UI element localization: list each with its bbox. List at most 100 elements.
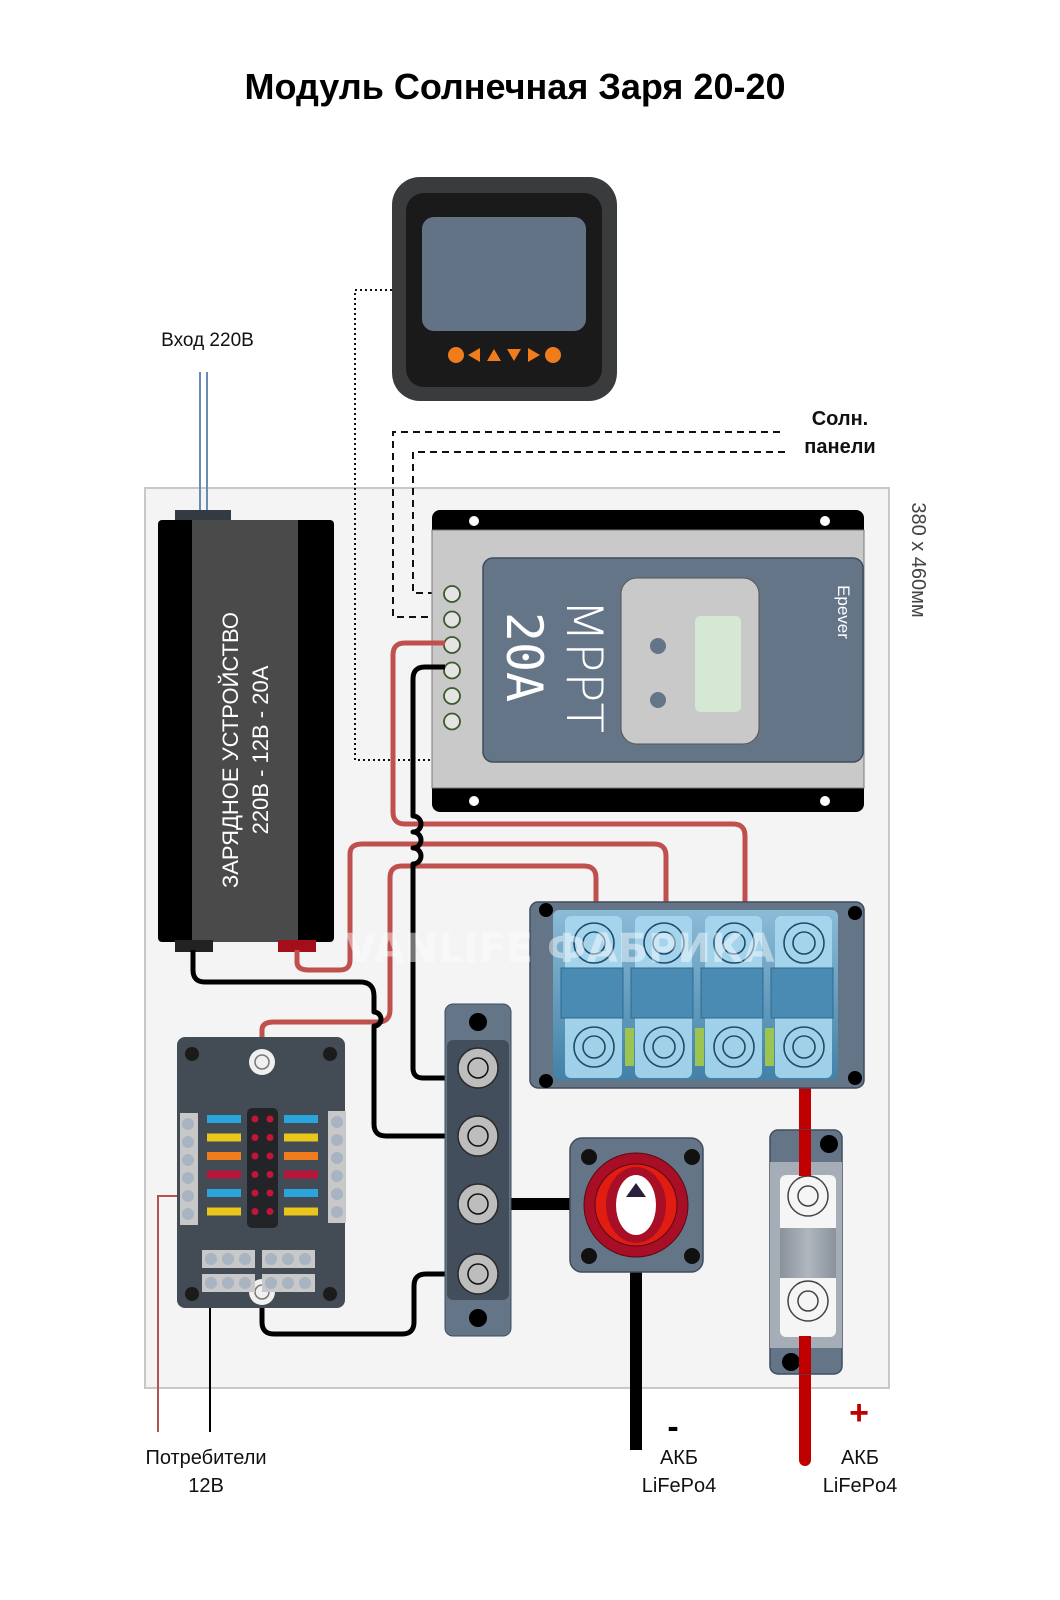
breaker-terminal-top bbox=[713, 922, 755, 964]
ground-terminal-screw bbox=[265, 1253, 277, 1265]
ac-input-label: Вход 220В bbox=[161, 330, 254, 351]
breaker-terminal-bottom bbox=[713, 1026, 755, 1068]
fuse-box-screw-right bbox=[331, 1170, 343, 1182]
breaker-terminal-bottom-inner bbox=[652, 1035, 676, 1059]
fuse-box-screw-right bbox=[331, 1116, 343, 1128]
breaker-block bbox=[529, 901, 865, 1089]
battery-positive-label-line2: LiFePo4 bbox=[822, 1475, 898, 1497]
mppt-model-line1: MPPT bbox=[555, 599, 613, 733]
bus-bar-stud-inner bbox=[467, 1057, 489, 1079]
breaker-terminal-top-inner bbox=[792, 931, 816, 955]
breaker-terminal-top-inner bbox=[582, 931, 606, 955]
fuse-box-screw-left bbox=[182, 1118, 194, 1130]
fuse-right bbox=[284, 1170, 318, 1179]
breaker-terminal-top bbox=[783, 922, 825, 964]
breaker-terminal-top-inner bbox=[652, 931, 676, 955]
fuse-indicator-led bbox=[251, 1152, 259, 1160]
bus-bar-stud-inner bbox=[467, 1263, 489, 1285]
watermark: VANLIFE ФАБРИКА bbox=[345, 926, 774, 972]
solar-panels-label: Солн. панели bbox=[790, 405, 890, 461]
mppt-controller bbox=[431, 510, 865, 812]
breaker-terminal-bottom bbox=[783, 1026, 825, 1068]
bus-bar-stud bbox=[457, 1047, 499, 1089]
dimensions-label: 380 х 460мм bbox=[907, 502, 929, 617]
bus-bar-stud-inner bbox=[467, 1125, 489, 1147]
battery-disconnect-switch bbox=[569, 1137, 704, 1273]
fuse-box-screw-right bbox=[331, 1152, 343, 1164]
breaker-terminal-bottom-inner bbox=[582, 1035, 606, 1059]
mppt-terminal bbox=[443, 636, 461, 654]
breaker-terminal-top bbox=[643, 922, 685, 964]
fuse-left bbox=[207, 1152, 241, 1160]
ground-terminal-screw bbox=[222, 1277, 234, 1289]
ground-terminal-screw bbox=[299, 1277, 311, 1289]
battery-negative-label-line2: LiFePo4 bbox=[641, 1475, 717, 1497]
remote-button-left-icon bbox=[468, 348, 480, 362]
fuse-indicator-led bbox=[251, 1134, 259, 1141]
mppt-terminal bbox=[443, 712, 461, 731]
ground-terminal-screw bbox=[265, 1277, 277, 1289]
fuse-indicator-led bbox=[251, 1115, 259, 1123]
fuse-left bbox=[207, 1115, 241, 1123]
ground-terminal-screw bbox=[239, 1277, 251, 1289]
ground-terminal-screw bbox=[205, 1253, 217, 1265]
fuse-right bbox=[284, 1207, 318, 1216]
consumers-label-line2: 12В bbox=[188, 1475, 224, 1497]
breaker-toggle bbox=[560, 967, 624, 1019]
fuse-indicator-led bbox=[266, 1189, 274, 1197]
remote-button-up-icon bbox=[487, 349, 501, 361]
fuse-indicator-led bbox=[251, 1171, 259, 1178]
fuse-indicator-led bbox=[251, 1208, 259, 1215]
fuse-right bbox=[284, 1115, 318, 1123]
fuse-left bbox=[207, 1133, 241, 1142]
negative-wires bbox=[190, 664, 642, 1450]
breaker-toggle bbox=[770, 967, 834, 1019]
battery-positive-label: АКБ LiFePo4 bbox=[805, 1444, 915, 1500]
fuse-box-screw-right bbox=[331, 1206, 343, 1218]
charger-unit bbox=[158, 510, 334, 952]
ground-terminal-screw bbox=[222, 1253, 234, 1265]
fuse-right bbox=[284, 1133, 318, 1142]
remote-button-round-icon bbox=[545, 347, 561, 363]
breaker-terminal-bottom-inner bbox=[792, 1035, 816, 1059]
breaker-link bbox=[695, 1028, 704, 1066]
bus-bar-stud bbox=[457, 1115, 499, 1157]
battery-negative-label-line1: АКБ bbox=[659, 1447, 699, 1469]
bus-bar-stud bbox=[457, 1253, 499, 1295]
bus-bar-stud bbox=[457, 1183, 499, 1225]
fuse-box-screw-right bbox=[331, 1134, 343, 1146]
fuse-indicator-led bbox=[251, 1189, 259, 1197]
mppt-brand: Epever bbox=[834, 585, 853, 639]
bus-bar-stud-inner bbox=[467, 1193, 489, 1215]
fuse-box bbox=[177, 1037, 346, 1308]
breaker-terminal-top-inner bbox=[722, 931, 746, 955]
consumers-label-line1: Потребители bbox=[145, 1447, 267, 1469]
ground-terminal-screw bbox=[282, 1277, 294, 1289]
mppt-terminal bbox=[443, 661, 461, 680]
solar-cable-outer bbox=[392, 431, 780, 618]
charger-negative-terminal bbox=[175, 940, 213, 952]
fuse-left bbox=[207, 1207, 241, 1216]
mppt-terminal bbox=[443, 610, 461, 629]
ac-input-cable bbox=[199, 372, 208, 512]
ground-terminal-screw bbox=[299, 1253, 311, 1265]
diagram-title: Модуль Солнечная Заря 20-20 bbox=[244, 66, 786, 107]
fuse-indicator-led bbox=[266, 1152, 274, 1160]
mppt-terminal bbox=[443, 687, 461, 705]
consumers-label: Потребители 12В bbox=[126, 1444, 286, 1500]
fuse-right bbox=[284, 1152, 318, 1160]
solar-panels-label-line2: панели bbox=[804, 436, 876, 458]
battery-positive-label-line1: АКБ bbox=[840, 1447, 880, 1469]
battery-positive-sign: + bbox=[849, 1394, 869, 1432]
fuse-box-screw-left bbox=[182, 1172, 194, 1184]
breaker-toggle bbox=[630, 967, 694, 1019]
fuse-box-screw-left bbox=[182, 1190, 194, 1202]
fuse-left bbox=[207, 1189, 241, 1197]
breaker-terminal-bottom-inner bbox=[722, 1035, 746, 1059]
fuse-indicator-led bbox=[266, 1171, 274, 1178]
ground-terminal-screw bbox=[205, 1277, 217, 1289]
remote-display bbox=[392, 177, 617, 401]
battery-negative-sign: - bbox=[667, 1408, 678, 1446]
solar-cable-inner bbox=[412, 451, 785, 594]
